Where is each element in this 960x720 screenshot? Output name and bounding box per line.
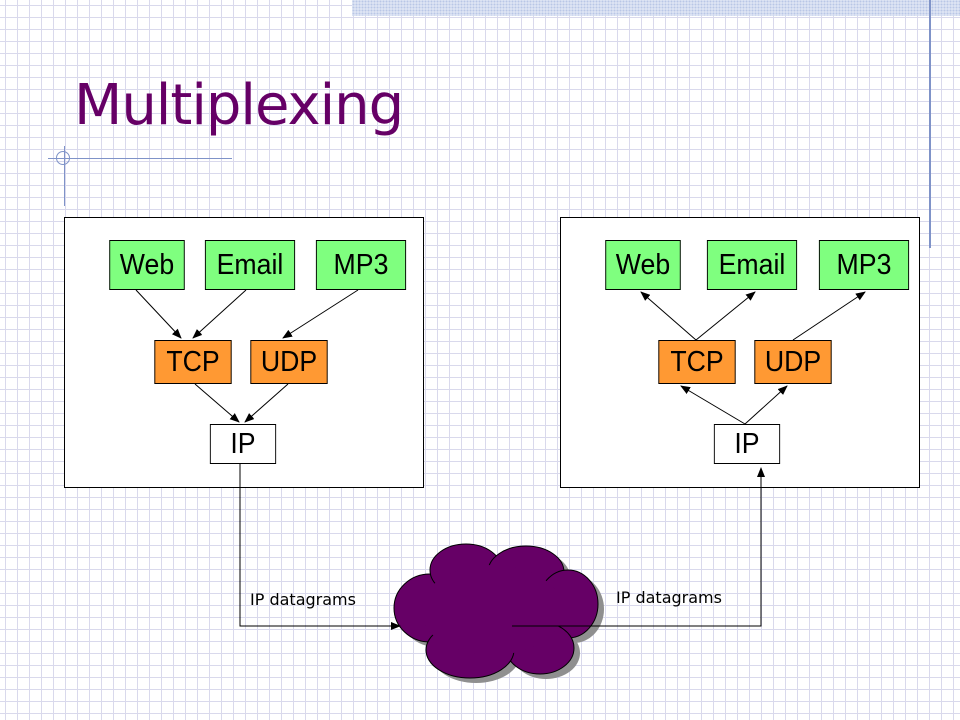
receiver-transport-tcp: TCP [658, 340, 736, 384]
sender-transport-udp: UDP [250, 340, 328, 384]
title-accent-circle [56, 151, 70, 165]
left-link-caption: IP datagrams [250, 590, 356, 609]
slide-title: Multiplexing [74, 73, 404, 138]
arrow-tcp-to-web [640, 291, 697, 341]
sender-transport-tcp: TCP [154, 340, 232, 384]
arrow-udp-to-ip [244, 383, 289, 423]
arrow-tcp-to-ip [194, 383, 240, 423]
sender-app-web: Web [109, 240, 185, 290]
arrow-tcp-to-email [695, 291, 756, 341]
network-cloud-body [421, 565, 563, 655]
title-accent-line [64, 146, 65, 206]
receiver-network-ip: IP [713, 424, 781, 464]
receiver-transport-udp: UDP [754, 340, 832, 384]
sender-app-mp3: MP3 [315, 240, 407, 290]
title-underline [48, 158, 232, 159]
arrow-mp3-to-udp [282, 289, 359, 339]
arrow-ip-to-udp [744, 385, 788, 425]
right-link-caption: IP datagrams [616, 588, 722, 607]
receiver-app-mp3: MP3 [818, 240, 910, 290]
link-cloud-to-receiver [512, 467, 765, 627]
right-accent-line [929, 0, 931, 248]
arrow-ip-to-tcp [680, 385, 746, 425]
arrow-web-to-tcp [135, 289, 182, 339]
arrow-email-to-tcp [192, 289, 247, 339]
sender-app-email: Email [204, 240, 296, 290]
receiver-app-email: Email [706, 240, 798, 290]
link-sender-to-cloud [239, 464, 401, 630]
header-band [352, 0, 960, 16]
sender-network-ip: IP [209, 424, 277, 464]
arrow-udp-to-mp3 [792, 291, 866, 341]
receiver-app-web: Web [605, 240, 681, 290]
